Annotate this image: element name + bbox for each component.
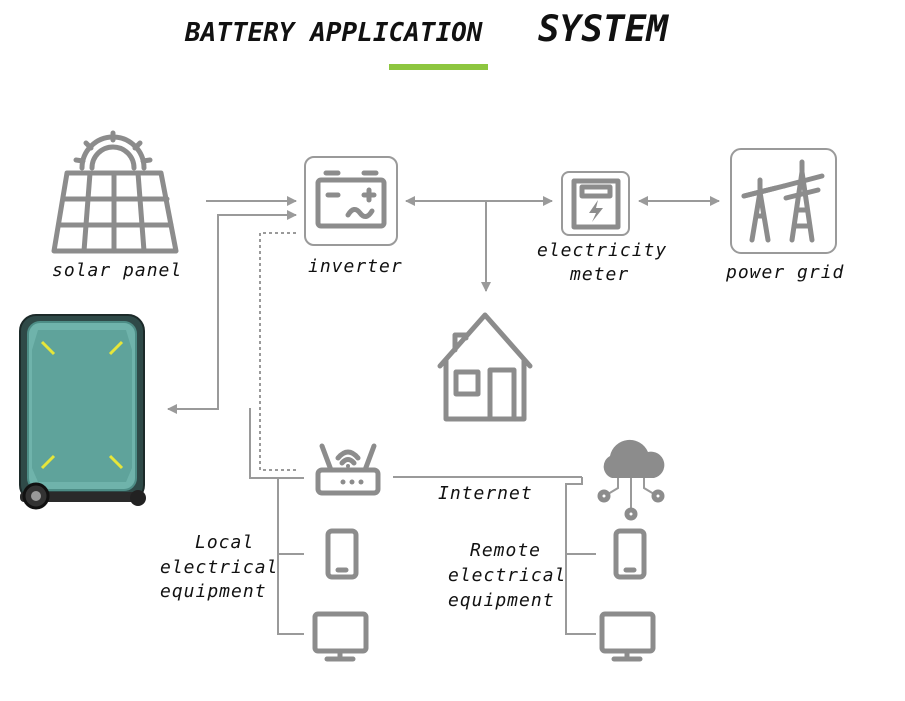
power-tower-icon: [730, 148, 837, 254]
connectors: [167, 196, 720, 635]
label-solar-panel: solar panel: [52, 260, 182, 281]
label-remote-2: electrical: [448, 565, 566, 586]
battery-unit: [19, 314, 146, 510]
label-internet: Internet: [438, 483, 533, 504]
meter-icon: [561, 171, 630, 236]
label-remote-3: equipment: [448, 590, 555, 611]
label-inverter: inverter: [308, 256, 403, 277]
sun-icon: [73, 130, 153, 171]
router-icon: [315, 443, 381, 496]
house-icon: [437, 312, 533, 422]
label-meter: meter: [569, 264, 629, 285]
label-local-2: electrical: [160, 557, 278, 578]
monitor-icon: [599, 611, 656, 662]
monitor-icon: [312, 611, 369, 662]
title-part2: SYSTEM: [538, 9, 669, 50]
title-underline: [389, 64, 488, 70]
inverter-icon: [304, 156, 398, 246]
label-power-grid: power grid: [725, 262, 845, 283]
label-local-3: equipment: [160, 581, 267, 602]
label-electricity: electricity: [537, 240, 667, 261]
solar-panel-icon: [51, 130, 179, 254]
phone-icon: [325, 528, 359, 580]
phone-icon: [613, 528, 647, 580]
title-part1: BATTERY APPLICATION: [184, 18, 483, 48]
label-remote-1: Remote: [470, 540, 541, 561]
cloud-icon: [597, 439, 665, 521]
label-local-1: Local: [195, 532, 254, 553]
